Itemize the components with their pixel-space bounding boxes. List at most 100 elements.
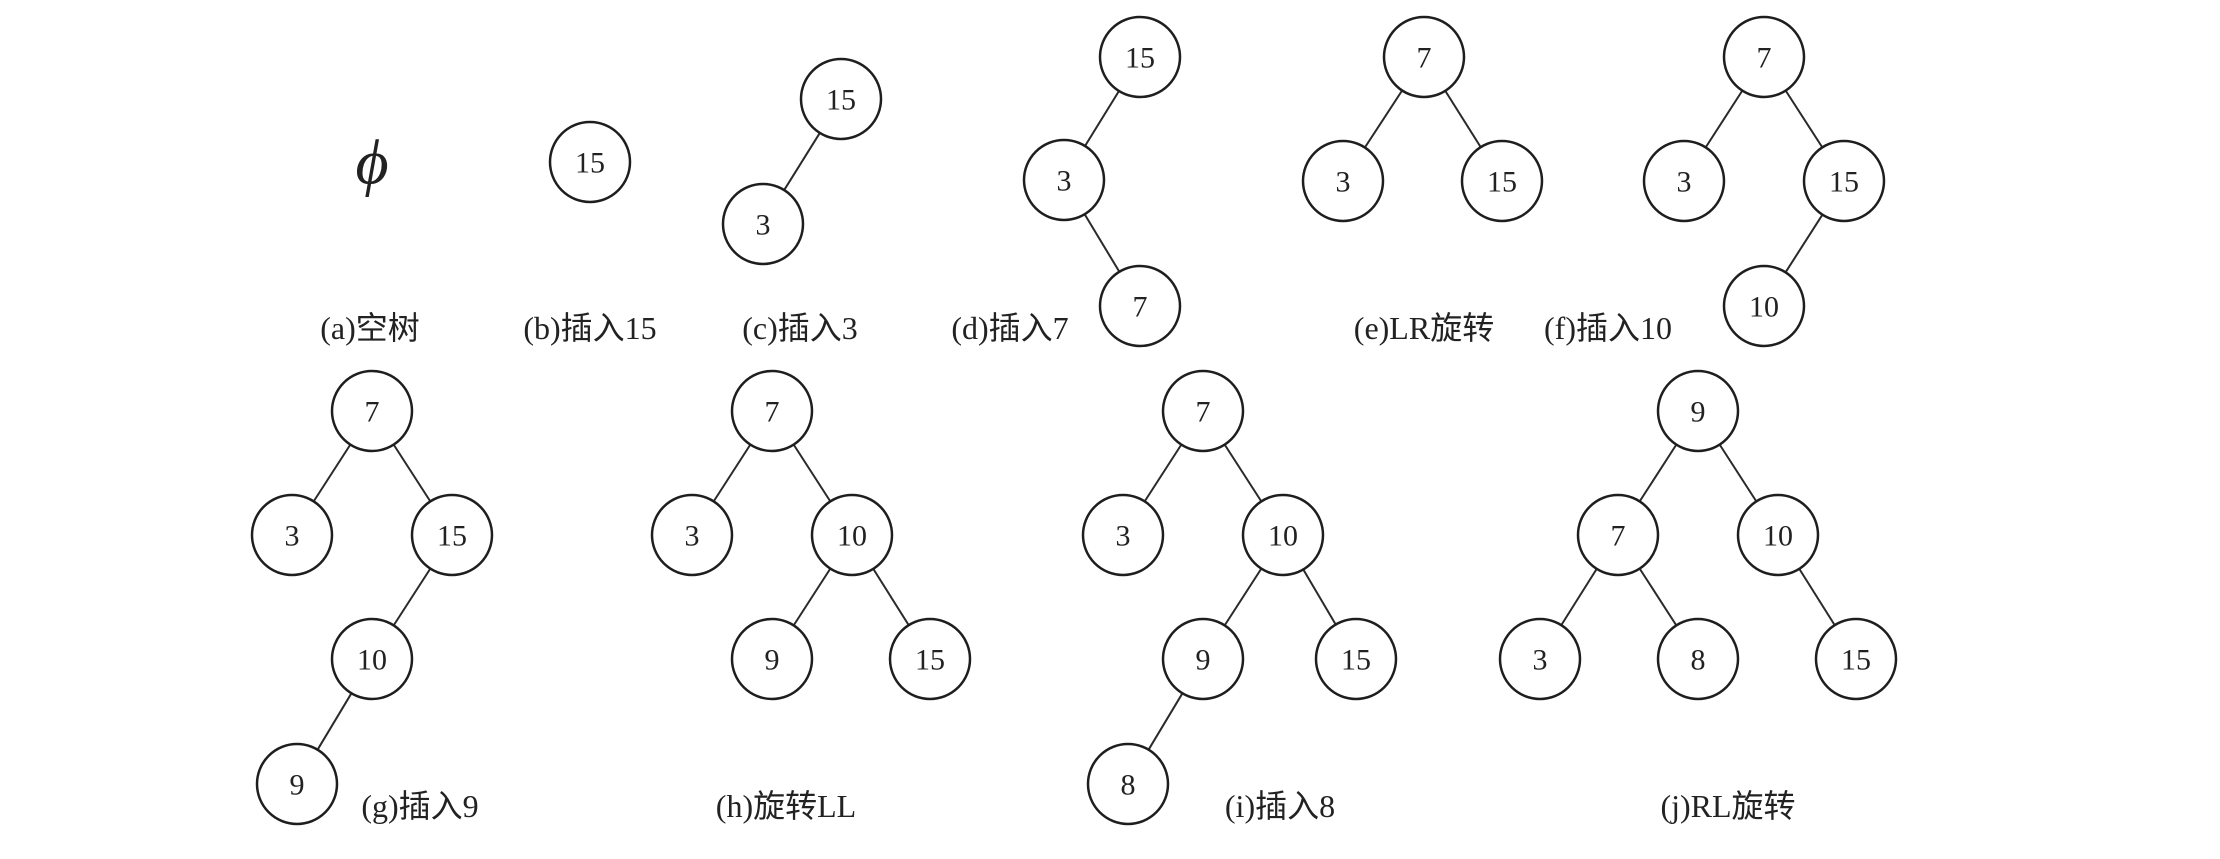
node-label: 7 [1611,520,1626,553]
node-label: 3 [1116,520,1131,553]
tree-node: 15 [1460,139,1544,223]
tree-edge [792,568,832,626]
tree-edge [1083,213,1121,273]
tree-edge [1444,90,1482,148]
tree-edge [1638,444,1678,502]
tree-edge [1718,444,1758,502]
node-label: 8 [1121,769,1136,802]
tree-node: 9 [1656,369,1740,453]
node-circle [1736,493,1820,577]
node-label: 15 [1829,166,1859,199]
tree-node: 15 [548,120,632,204]
node-circle [730,369,814,453]
node-label: 15 [826,84,856,117]
panel-caption: (b)插入15 [523,310,656,346]
node-label: 10 [1749,291,1779,324]
tree-node: 15 [1814,617,1898,701]
tree-node: 10 [1736,493,1820,577]
tree-edge [872,568,910,626]
tree-edge [1302,568,1337,626]
node-circle [1301,139,1385,223]
tree-edge [783,132,821,191]
node-circle [1022,138,1106,222]
panel-caption: (c)插入3 [742,310,858,346]
node-circle [255,742,339,826]
node-circle [1382,15,1466,99]
panel-caption: (d)插入7 [951,310,1068,346]
node-label: 3 [685,520,700,553]
panel-caption: (j)RL旋转 [1660,788,1795,824]
tree-edge [792,444,832,502]
tree-edge [1364,89,1403,149]
node-label: 15 [1341,644,1371,677]
node-label: 9 [765,644,780,677]
tree-node: 3 [1498,617,1582,701]
tree-node: 3 [1022,138,1106,222]
tree-panel-b: 15 (b)插入15 [523,120,657,346]
node-circle [1161,369,1245,453]
node-circle [1642,139,1726,223]
node-circle [650,493,734,577]
node-label: 15 [1487,166,1517,199]
tree-edge [1147,692,1184,751]
node-circle [1314,617,1398,701]
node-circle [1081,493,1165,577]
node-circle [721,182,805,266]
node-label: 15 [575,147,605,180]
panel-caption: (a)空树 [320,310,420,346]
tree-edge [1798,568,1836,626]
tree-node: 9 [730,617,814,701]
node-circle [730,617,814,701]
tree-node: 7 [1576,493,1660,577]
tree-node: 7 [1161,369,1245,453]
panel-caption: (i)插入8 [1225,788,1335,824]
node-label: 15 [915,644,945,677]
node-label: 8 [1691,644,1706,677]
node-circle [1722,264,1806,348]
node-label: 10 [1763,520,1793,553]
tree-node: 8 [1086,742,1170,826]
tree-panel-j: 9 7 10 3 8 15 (j)RL旋转 [1498,369,1898,824]
tree-node: 8 [1656,617,1740,701]
tree-edge [1638,568,1678,626]
tree-node: 7 [330,369,414,453]
node-label: 3 [1533,644,1548,677]
node-label: 10 [1268,520,1298,553]
tree-node: 3 [250,493,334,577]
node-circle [810,493,894,577]
node-label: 7 [1757,42,1772,75]
node-label: 7 [765,396,780,429]
tree-node: 10 [810,493,894,577]
tree-node: 15 [799,57,883,141]
node-circle [1802,139,1886,223]
node-circle [1656,617,1740,701]
tree-edge [392,568,432,626]
tree-node: 3 [721,182,805,266]
node-circle [1656,369,1740,453]
tree-node: 15 [1098,15,1182,99]
node-circle [1241,493,1325,577]
tree-edge [1223,444,1263,502]
node-label: 7 [1133,291,1148,324]
tree-edge [316,692,353,751]
tree-edge [712,444,752,502]
node-label: 9 [1196,644,1211,677]
tree-node: 3 [1081,493,1165,577]
panel-caption: (g)插入9 [361,788,478,824]
node-label: 9 [1691,396,1706,429]
node-circle [330,369,414,453]
node-label: 3 [1677,166,1692,199]
node-circle [1722,15,1806,99]
tree-node: 15 [1802,139,1886,223]
tree-edge [1784,214,1824,273]
node-circle [1161,617,1245,701]
tree-node: 3 [650,493,734,577]
node-label: 3 [285,520,300,553]
tree-node: 7 [1382,15,1466,99]
node-label: 3 [756,209,771,242]
tree-node: 10 [330,617,414,701]
node-circle [799,57,883,141]
